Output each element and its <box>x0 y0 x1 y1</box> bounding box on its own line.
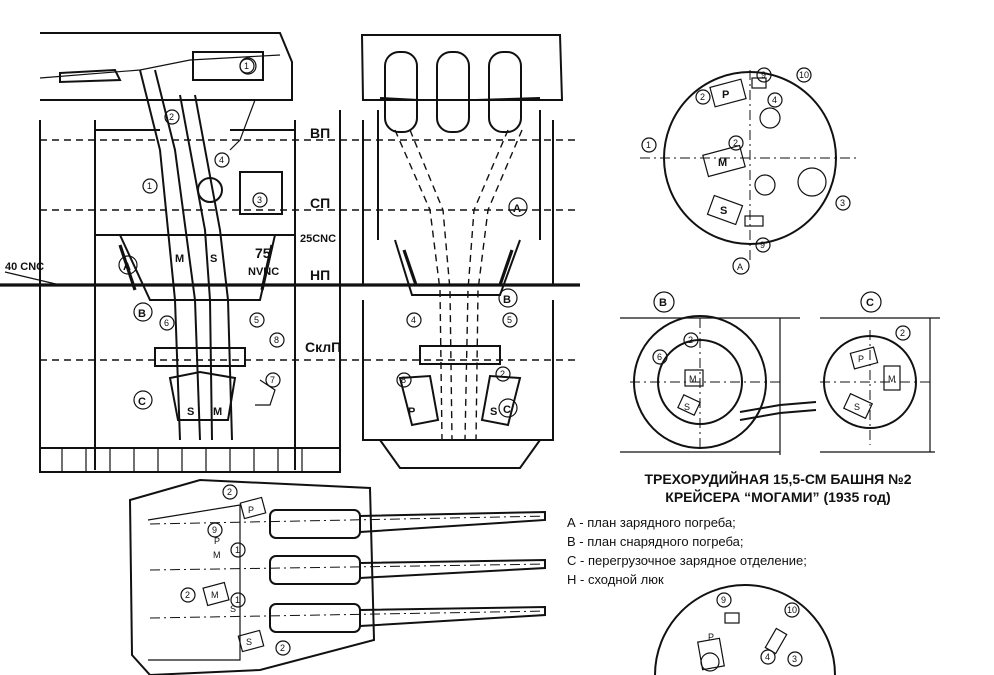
svg-text:M: M <box>689 374 697 384</box>
svg-text:A: A <box>513 203 521 215</box>
svg-text:M: M <box>213 550 221 560</box>
svg-text:1: 1 <box>147 181 152 191</box>
partial-plan-view: 9 10 4 3 P <box>654 584 836 675</box>
svg-text:7: 7 <box>270 375 275 385</box>
svg-text:9: 9 <box>760 240 765 250</box>
turret-plan-view: P M S P M S 2 9 1 2 1 2 <box>128 478 551 675</box>
svg-text:4: 4 <box>765 652 770 662</box>
plan-c-transfer-room: C P M S 2 <box>820 291 940 453</box>
plan-a-charge-magazine: A 1 3 9 9 10 2 2 4 P M S <box>640 67 860 275</box>
svg-text:P: P <box>708 632 714 642</box>
svg-text:2: 2 <box>733 138 738 148</box>
svg-text:P: P <box>248 505 254 515</box>
svg-text:8: 8 <box>274 335 279 345</box>
svg-text:A: A <box>123 261 131 273</box>
svg-text:S: S <box>854 402 860 412</box>
legend-item-h: Н - сходной люк <box>567 572 664 587</box>
svg-text:A: A <box>737 262 743 272</box>
svg-text:M: M <box>718 157 727 169</box>
svg-text:1: 1 <box>235 545 240 555</box>
armor-label-75: 75 <box>255 245 271 261</box>
svg-text:9: 9 <box>761 70 766 80</box>
svg-text:8: 8 <box>401 375 406 385</box>
side-callouts: 1 2 1 4 3 6 5 8 7 4 5 8 2 <box>142 58 518 388</box>
hoist-letter-marks: M S S M P S <box>175 253 497 418</box>
svg-text:6: 6 <box>657 352 662 362</box>
svg-text:B: B <box>138 308 146 320</box>
svg-text:5: 5 <box>507 315 512 325</box>
deck-label-np: НП <box>310 267 330 283</box>
legend-item-c: С - перегрузочное зарядное отделение; <box>567 553 807 568</box>
svg-text:2: 2 <box>169 112 174 122</box>
svg-text:4: 4 <box>219 155 224 165</box>
svg-text:9: 9 <box>212 525 217 535</box>
svg-text:6: 6 <box>164 318 169 328</box>
svg-text:10: 10 <box>787 605 797 615</box>
svg-text:S: S <box>490 406 497 418</box>
svg-text:1: 1 <box>244 61 249 71</box>
svg-text:9: 9 <box>721 595 726 605</box>
armor-label-nvnc: NVNC <box>248 266 279 278</box>
svg-text:S: S <box>187 406 194 418</box>
svg-text:M: M <box>211 590 219 600</box>
plan-b-shell-magazine: B M S 2 6 <box>620 291 817 455</box>
svg-text:C: C <box>503 404 511 416</box>
svg-text:P: P <box>214 536 220 546</box>
svg-text:10: 10 <box>799 70 809 80</box>
svg-text:C: C <box>866 297 874 309</box>
svg-text:2: 2 <box>688 335 693 345</box>
caption-line-2: КРЕЙСЕРА “МОГАМИ” (1935 год) <box>665 489 891 505</box>
deck-label-sklp: СклП <box>305 339 341 355</box>
legend-item-a: А - план зарядного погреба; <box>567 515 736 530</box>
svg-text:4: 4 <box>411 315 416 325</box>
svg-text:P: P <box>858 354 864 364</box>
armor-label-40cnc: 40 CNC <box>5 261 44 273</box>
svg-text:2: 2 <box>500 369 505 379</box>
svg-text:3: 3 <box>257 195 262 205</box>
svg-text:2: 2 <box>280 643 285 653</box>
svg-text:P: P <box>722 89 729 101</box>
svg-text:S: S <box>210 253 217 265</box>
svg-text:3: 3 <box>792 654 797 664</box>
legend: А - план зарядного погреба; В - план сна… <box>567 513 807 589</box>
svg-text:M: M <box>888 374 896 384</box>
armor-label-25cnc: 25CNC <box>300 233 336 245</box>
caption-line-1: ТРЕХОРУДИЙНАЯ 15,5-СМ БАШНЯ №2 <box>644 471 912 487</box>
svg-text:C: C <box>138 396 146 408</box>
deck-lines <box>0 139 580 361</box>
deck-label-sp: СП <box>310 195 330 211</box>
svg-text:P: P <box>408 406 415 418</box>
svg-text:S: S <box>230 604 236 614</box>
svg-text:1: 1 <box>646 140 651 150</box>
side-section-view <box>39 32 341 473</box>
svg-text:2: 2 <box>185 590 190 600</box>
svg-text:5: 5 <box>254 315 259 325</box>
front-section-view <box>360 34 564 469</box>
svg-text:1: 1 <box>235 595 240 605</box>
legend-item-b: В - план снарядного погреба; <box>567 534 744 549</box>
section-letter-markers: A B C A B C <box>118 197 528 418</box>
svg-text:M: M <box>213 406 222 418</box>
svg-text:S: S <box>720 205 727 217</box>
svg-text:4: 4 <box>772 95 777 105</box>
svg-text:S: S <box>684 402 690 412</box>
figure-caption: ТРЕХОРУДИЙНАЯ 15,5-СМ БАШНЯ №2 КРЕЙСЕРА … <box>598 470 958 506</box>
svg-text:2: 2 <box>700 92 705 102</box>
svg-text:S: S <box>246 637 252 647</box>
svg-text:M: M <box>175 253 184 265</box>
svg-text:B: B <box>503 294 511 306</box>
svg-text:3: 3 <box>840 198 845 208</box>
svg-text:2: 2 <box>227 487 232 497</box>
svg-text:2: 2 <box>900 328 905 338</box>
deck-label-vp: ВП <box>310 125 330 141</box>
svg-text:B: B <box>659 297 667 309</box>
